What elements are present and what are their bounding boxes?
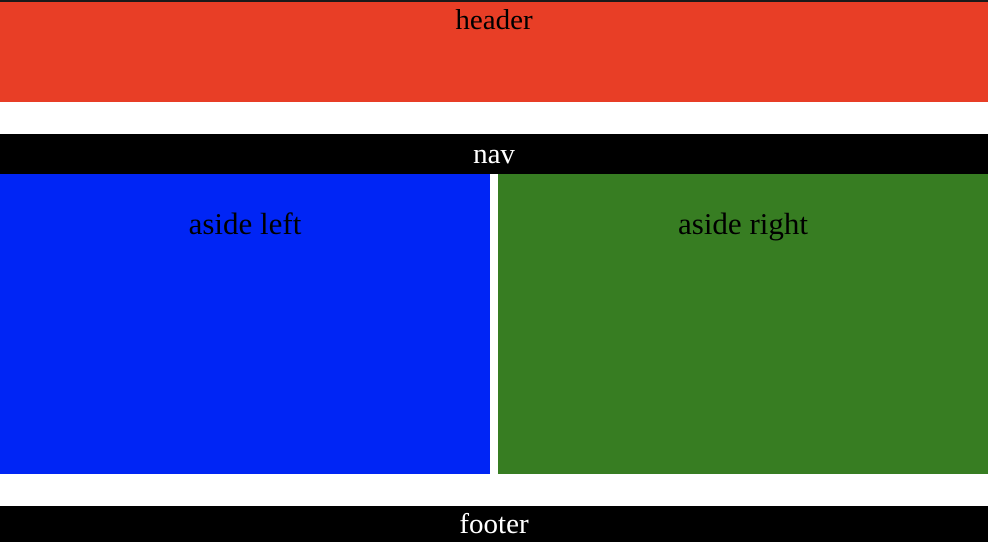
footer-section: footer [0, 506, 988, 542]
footer-label: footer [459, 508, 529, 540]
nav-label: nav [473, 138, 515, 170]
aside-left-label: aside left [188, 206, 302, 241]
nav-section: nav [0, 134, 988, 174]
aside-right-label: aside right [678, 206, 808, 241]
aside-left-section: aside left [0, 174, 490, 474]
header-section: header [0, 0, 988, 102]
header-label: header [455, 4, 533, 36]
aside-right-section: aside right [498, 174, 988, 474]
